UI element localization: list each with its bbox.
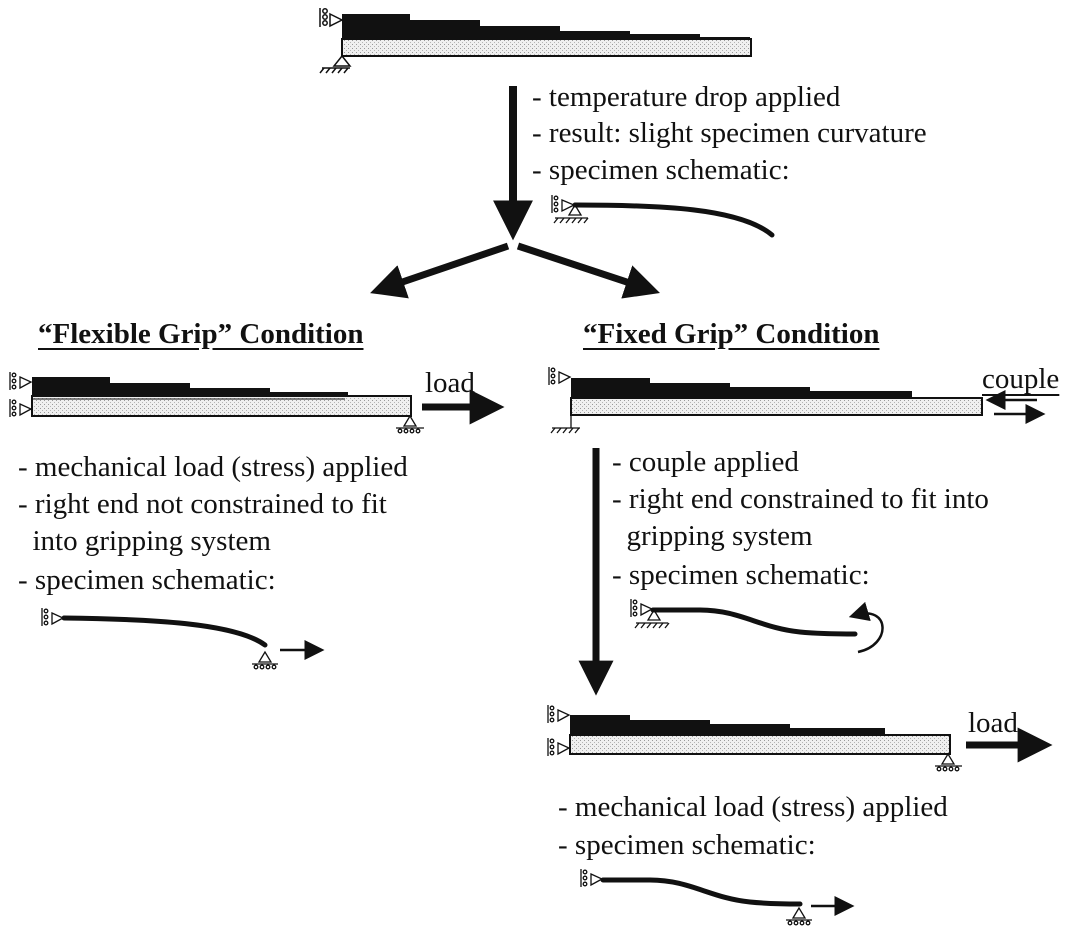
fixed-specimen: [548, 367, 983, 434]
final-load-label: load: [968, 707, 1018, 739]
roller-support-icon: [9, 372, 33, 390]
flexible-grip-heading: “Flexible Grip” Condition: [38, 318, 364, 350]
top-step-line-1: - temperature drop applied: [532, 81, 841, 113]
moment-arrow: [848, 601, 884, 654]
top-step-line-2: - result: slight specimen curvature: [532, 117, 927, 149]
roller-support-icon: [551, 195, 576, 213]
fixed-support-icon: [550, 415, 580, 434]
split-arrow-right: [516, 242, 660, 299]
pin-support-icon: [553, 203, 589, 224]
curved-beam-top: [572, 202, 775, 238]
fixed-specimen-substrate: [570, 397, 983, 416]
roller-support-icon: [547, 738, 571, 756]
s-curved-beam-final: [600, 877, 803, 907]
top-specimen: [319, 8, 752, 74]
fixed-schematic: [630, 599, 884, 654]
top-step-line-3: - specimen schematic:: [532, 154, 790, 186]
curved-beam-flexible: [61, 615, 268, 648]
flexible-specimen: [9, 372, 424, 434]
flexible-line-4: - specimen schematic:: [18, 564, 276, 596]
roller-bottom-support-icon: [396, 414, 424, 434]
roller-support-icon: [630, 599, 654, 617]
fixed-grip-heading: “Fixed Grip” Condition: [583, 318, 880, 350]
top-specimen-black-layer: [342, 14, 750, 39]
roller-support-icon: [41, 608, 65, 626]
top-specimen-substrate: [341, 38, 752, 57]
flexible-line-2: - right end not constrained to fit: [18, 488, 387, 520]
flexible-load-label: load: [425, 367, 475, 399]
roller-support-icon: [580, 869, 604, 887]
final-line-2: - specimen schematic:: [558, 829, 816, 861]
flexible-line-3: into gripping system: [18, 525, 271, 557]
fixed-line-4: - specimen schematic:: [612, 559, 870, 591]
final-specimen: [547, 705, 962, 772]
flexible-specimen-substrate: [31, 395, 412, 417]
final-line-1: - mechanical load (stress) applied: [558, 791, 948, 823]
final-specimen-black-layer: [570, 715, 885, 735]
flexible-specimen-black-layer: [32, 377, 348, 396]
fixed-line-1: - couple applied: [612, 446, 799, 478]
fixed-line-2: - right end constrained to fit into: [612, 483, 989, 515]
roller-bottom-support-icon: [252, 650, 278, 670]
roller-support-icon: [319, 8, 344, 28]
roller-support-icon: [547, 705, 571, 723]
pin-support-icon: [319, 54, 352, 74]
roller-bottom-support-icon: [935, 752, 962, 772]
pin-support-icon: [634, 608, 670, 629]
flexible-line-1: - mechanical load (stress) applied: [18, 451, 408, 483]
roller-support-icon: [548, 367, 572, 385]
fixed-line-3: gripping system: [612, 520, 813, 552]
flexible-schematic: [41, 608, 325, 670]
couple-label: couple: [982, 363, 1060, 395]
final-schematic: [580, 869, 855, 926]
split-arrow-left: [370, 242, 510, 299]
roller-support-icon: [9, 399, 33, 417]
roller-bottom-support-icon: [786, 906, 812, 926]
s-curved-beam-fixed: [650, 607, 858, 637]
fixed-specimen-black-layer: [571, 378, 912, 398]
final-specimen-substrate: [569, 734, 951, 755]
top-schematic: [551, 195, 775, 238]
couple-arrows: [985, 390, 1046, 424]
